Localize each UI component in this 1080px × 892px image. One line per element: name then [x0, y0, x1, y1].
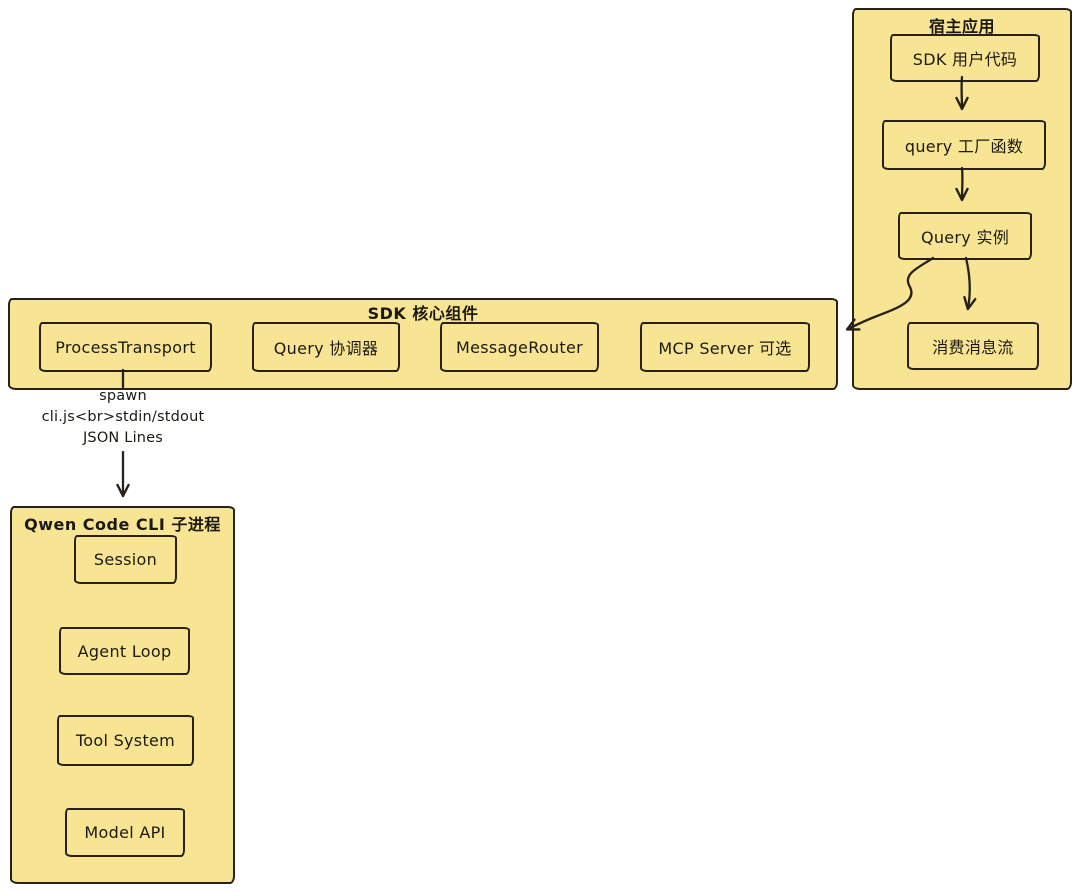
node-session: Session [74, 535, 177, 584]
node-agent-loop: Agent Loop [59, 627, 190, 675]
node-model-api: Model API [65, 808, 185, 857]
node-query-instance: Query 实例 [898, 212, 1032, 260]
group-sdk-core-title: SDK 核心组件 [367, 304, 479, 323]
node-consume-message-stream: 消费消息流 [907, 322, 1039, 370]
group-cli-subprocess: Qwen Code CLI 子进程 Session Agent Loop Too… [10, 506, 235, 884]
node-mcp-server-optional: MCP Server 可选 [640, 322, 810, 372]
group-sdk-core: SDK 核心组件 ProcessTransport Query 协调器 Mess… [8, 298, 838, 390]
node-sdk-user-code: SDK 用户代码 [890, 34, 1040, 82]
node-query-coordinator: Query 协调器 [252, 322, 400, 372]
node-tool-system: Tool System [57, 715, 194, 766]
group-host-app-title: 宿主应用 [928, 17, 995, 36]
node-message-router: MessageRouter [440, 322, 599, 372]
node-query-factory: query 工厂函数 [882, 120, 1046, 170]
group-host-app: 宿主应用 SDK 用户代码 query 工厂函数 Query 实例 消费消息流 [852, 8, 1072, 390]
edge-label-spawn: spawn cli.js<br>stdin/stdout JSON Lines [26, 386, 220, 449]
edge-label-line-3: JSON Lines [82, 430, 164, 446]
edge-label-line-2: cli.js<br>stdin/stdout [41, 409, 205, 425]
node-process-transport: ProcessTransport [39, 322, 212, 372]
edge-label-line-1: spawn [99, 388, 147, 404]
group-cli-subprocess-title: Qwen Code CLI 子进程 [24, 515, 221, 534]
